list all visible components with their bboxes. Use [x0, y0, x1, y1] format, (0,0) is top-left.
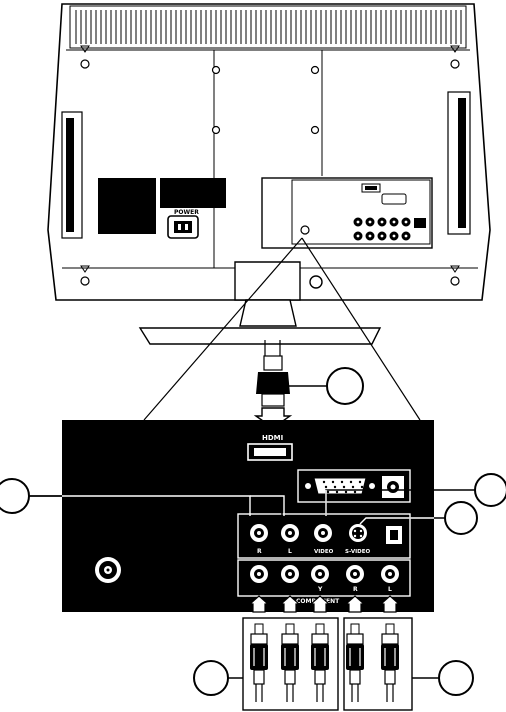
rca-cable-2 [281, 596, 299, 702]
component-y-label: Y [317, 586, 323, 593]
component-jack-1 [250, 565, 268, 583]
av-l-label: L [288, 548, 292, 555]
video-label: VIDEO [314, 549, 334, 555]
component-jack-l [381, 565, 399, 583]
vent-grille [70, 6, 466, 48]
hdmi-plug [256, 340, 328, 428]
callout-svideo [445, 502, 477, 534]
callout-component-audio-cables [439, 661, 473, 695]
tv-terminal-area [262, 178, 432, 248]
component-jack-r [346, 565, 364, 583]
video-jack [314, 524, 332, 542]
hdmi-label: HDMI [262, 434, 283, 442]
rca-cable-4 [346, 596, 364, 702]
label-plate-right [160, 178, 226, 208]
rca-cable-1 [250, 596, 268, 702]
callout-component-video-cables [194, 661, 228, 695]
component-l-label: L [388, 586, 392, 593]
label-plate-left [98, 178, 156, 234]
svideo-jack [349, 524, 367, 542]
power-label: POWER [174, 209, 199, 216]
callout-vga [475, 474, 506, 506]
svideo-label: S-VIDEO [345, 549, 370, 555]
av-r-jack [250, 524, 268, 542]
connector-panel: HDMI R L VIDEO S-VIDEO [62, 420, 434, 612]
rca-cable-5 [381, 596, 399, 702]
component-r-label: R [353, 586, 358, 593]
component-jack-y [311, 565, 329, 583]
av-l-jack [281, 524, 299, 542]
av-r-label: R [257, 548, 262, 555]
component-jack-2 [281, 565, 299, 583]
callout-hdmi-cable [327, 368, 363, 404]
tv-rear-view: POWER [48, 4, 490, 344]
rca-cable-3 [311, 596, 329, 702]
vga-port [314, 478, 366, 494]
antenna-jack [95, 557, 121, 583]
callout-av-audio [0, 479, 29, 513]
